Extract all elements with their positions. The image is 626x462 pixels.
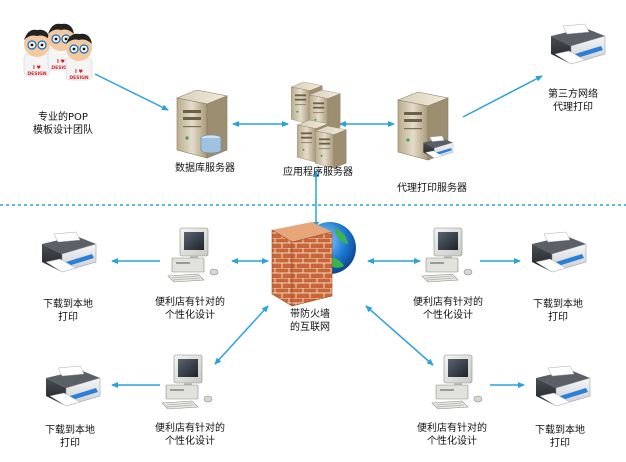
arrow-internet-store-bl [214, 305, 269, 365]
printer-tr-line1: 下载到本地 [533, 299, 583, 310]
store-label-bottom-right: 便利店有针对的 个性化设计 [402, 422, 502, 448]
arrow-team-to-db [94, 73, 169, 111]
team-badge-text: DESIGN [69, 75, 88, 81]
internet-line1: 带防火墙 [290, 309, 330, 320]
printer-tl-line2: 打印 [58, 312, 78, 323]
arrow-internet-store-br [365, 305, 434, 366]
team-badge-text: DESIGN [27, 71, 46, 77]
design-team-icon: I ♥ DESIGN I ♥ DESIGN I ♥ DESIGN [23, 23, 93, 81]
printer-br-line1: 下载到本地 [535, 425, 585, 436]
local-printer-label-top-left: 下载到本地 打印 [28, 298, 108, 324]
local-printer-icon-bottom-left [45, 365, 101, 407]
store-br-line1: 便利店有针对的 [417, 423, 487, 434]
store-tr-line1: 便利店有针对的 [413, 297, 483, 308]
third-party-line1: 第三方网络 [548, 89, 598, 100]
printer-tr-line2: 打印 [548, 312, 568, 323]
store-label-top-left: 便利店有针对的 个性化设计 [140, 296, 240, 322]
printer-bl-line1: 下载到本地 [45, 425, 95, 436]
team-label-line2: 模板设计团队 [33, 125, 93, 136]
store-tr-line2: 个性化设计 [423, 310, 473, 321]
store-bl-line1: 便利店有针对的 [155, 423, 225, 434]
team-heart-text: I ♥ [33, 65, 42, 71]
store-pc-icon-top-right [421, 227, 473, 283]
store-tl-line2: 个性化设计 [165, 310, 215, 321]
store-label-bottom-left: 便利店有针对的 个性化设计 [140, 422, 240, 448]
team-label-line1: 专业的POP [38, 112, 88, 123]
app-server-icon [290, 81, 347, 169]
store-pc-icon-bottom-left [161, 354, 213, 410]
firewall-internet-icon [271, 222, 356, 307]
store-pc-icon-top-left [167, 227, 219, 283]
arrow-proxy-thirdparty [462, 75, 543, 118]
store-bl-line2: 个性化设计 [165, 436, 215, 447]
local-printer-label-bottom-right: 下载到本地 打印 [520, 424, 600, 450]
team-label: 专业的POP 模板设计团队 [18, 111, 108, 137]
local-printer-icon-bottom-right [535, 365, 591, 407]
proxy-server-text: 代理打印服务器 [397, 183, 467, 194]
third-party-label: 第三方网络 代理打印 [528, 88, 618, 114]
team-heart-text: I ♥ [75, 69, 84, 75]
third-party-printer-icon [550, 23, 606, 65]
printer-tl-line1: 下载到本地 [43, 299, 93, 310]
store-br-line2: 个性化设计 [427, 436, 477, 447]
printer-br-line2: 打印 [550, 438, 570, 449]
internet-label: 带防火墙 的互联网 [270, 308, 350, 334]
local-printer-label-top-right: 下载到本地 打印 [518, 298, 598, 324]
database-server-text: 数据库服务器 [175, 163, 235, 174]
app-server-text: 应用程序服务器 [283, 167, 353, 178]
local-printer-icon-top-left [41, 231, 97, 273]
proxy-print-server-icon [397, 91, 454, 161]
team-badge-text: DESIGN [51, 65, 70, 71]
team-heart-text: I ♥ [57, 59, 66, 65]
third-party-line2: 代理打印 [553, 102, 593, 113]
local-printer-icon-top-right [531, 231, 587, 273]
local-printer-label-bottom-left: 下载到本地 打印 [30, 424, 110, 450]
proxy-server-label: 代理打印服务器 [382, 182, 482, 195]
store-label-top-right: 便利店有针对的 个性化设计 [398, 296, 498, 322]
app-server-label: 应用程序服务器 [270, 166, 366, 179]
database-server-icon [176, 89, 228, 159]
printer-bl-line2: 打印 [60, 438, 80, 449]
store-pc-icon-bottom-right [431, 354, 483, 410]
connection-arrows [94, 73, 543, 388]
database-server-label: 数据库服务器 [160, 162, 250, 175]
internet-line2: 的互联网 [290, 322, 330, 333]
store-tl-line1: 便利店有针对的 [155, 297, 225, 308]
